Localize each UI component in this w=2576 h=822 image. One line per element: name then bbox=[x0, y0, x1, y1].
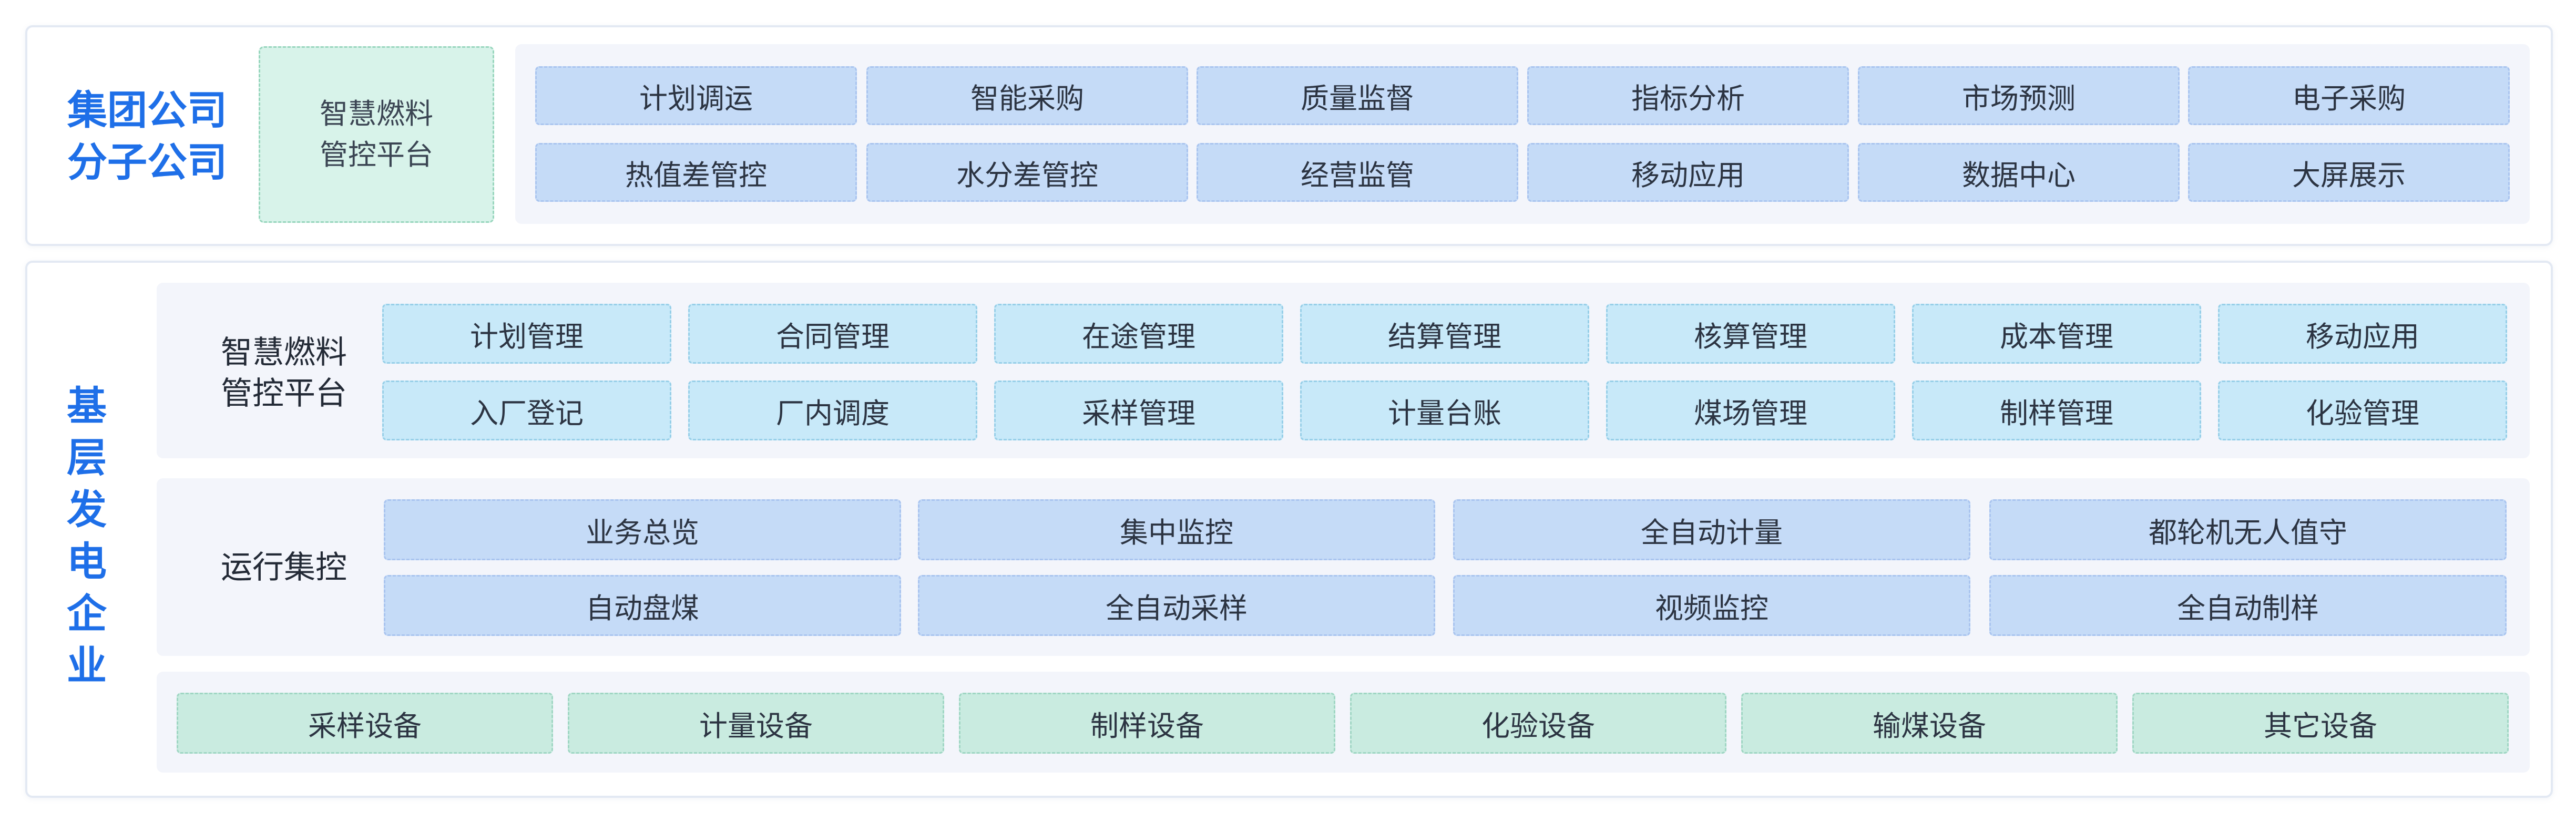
ops-module-tile[interactable]: 全自动计量 bbox=[1453, 499, 1970, 560]
title-line-1: 集团公司 bbox=[67, 87, 227, 134]
title-line-2: 分子公司 bbox=[67, 139, 227, 186]
fuel-label-line-1: 智慧燃料 bbox=[221, 334, 347, 371]
ops-control-label: 运行集控 bbox=[221, 549, 347, 586]
module-tile[interactable]: 水分差管控 bbox=[866, 143, 1188, 202]
fuel-module-tile[interactable]: 煤场管理 bbox=[1606, 381, 1895, 440]
device-tile[interactable]: 输煤设备 bbox=[1741, 693, 2118, 754]
ops-module-tile[interactable]: 集中监控 bbox=[918, 499, 1435, 560]
device-tile[interactable]: 计量设备 bbox=[568, 693, 944, 754]
device-tile[interactable]: 采样设备 bbox=[177, 693, 553, 754]
title-char: 层 bbox=[67, 434, 107, 481]
module-tile[interactable]: 智能采购 bbox=[866, 66, 1188, 125]
power-enterprise-title: 基 层 发 电 企 业 bbox=[58, 383, 116, 689]
fuel-module-tile[interactable]: 制样管理 bbox=[1912, 381, 2201, 440]
module-tile[interactable]: 电子采购 bbox=[2188, 66, 2510, 125]
device-tile[interactable]: 化验设备 bbox=[1350, 693, 1726, 754]
fuel-module-tile[interactable]: 化验管理 bbox=[2218, 381, 2507, 440]
title-char: 业 bbox=[67, 642, 107, 689]
title-char: 电 bbox=[67, 538, 107, 585]
fuel-module-tile[interactable]: 计划管理 bbox=[382, 304, 671, 364]
module-tile[interactable]: 大屏展示 bbox=[2188, 143, 2510, 202]
module-tile[interactable]: 质量监督 bbox=[1197, 66, 1518, 125]
fuel-label-line-2: 管控平台 bbox=[221, 375, 347, 412]
title-char: 发 bbox=[67, 486, 107, 533]
fuel-module-tile[interactable]: 厂内调度 bbox=[688, 381, 977, 440]
module-tile[interactable]: 市场预测 bbox=[1858, 66, 2180, 125]
fuel-module-tile[interactable]: 合同管理 bbox=[688, 304, 977, 364]
platform-line-2: 管控平台 bbox=[320, 138, 433, 171]
fuel-module-tile[interactable]: 核算管理 bbox=[1606, 304, 1895, 364]
group-fuel-platform: 智慧燃料 管控平台 bbox=[259, 46, 494, 223]
module-tile[interactable]: 热值差管控 bbox=[535, 143, 857, 202]
fuel-module-tile[interactable]: 移动应用 bbox=[2218, 304, 2507, 364]
module-tile[interactable]: 计划调运 bbox=[535, 66, 857, 125]
title-char: 基 bbox=[67, 382, 107, 429]
group-company-title: 集团公司 分子公司 bbox=[47, 79, 247, 194]
module-tile[interactable]: 数据中心 bbox=[1858, 143, 2180, 202]
ops-module-tile[interactable]: 视频监控 bbox=[1453, 575, 1970, 636]
device-tile[interactable]: 其它设备 bbox=[2132, 693, 2509, 754]
fuel-module-tile[interactable]: 计量台账 bbox=[1300, 381, 1589, 440]
platform-line-1: 智慧燃料 bbox=[320, 97, 433, 130]
fuel-platform-label: 智慧燃料 管控平台 bbox=[189, 315, 379, 431]
module-tile[interactable]: 经营监管 bbox=[1197, 143, 1518, 202]
fuel-module-tile[interactable]: 结算管理 bbox=[1300, 304, 1589, 364]
title-char: 企 bbox=[67, 590, 107, 637]
device-tile[interactable]: 制样设备 bbox=[959, 693, 1335, 754]
fuel-module-tile[interactable]: 成本管理 bbox=[1912, 304, 2201, 364]
fuel-module-tile[interactable]: 在途管理 bbox=[994, 304, 1283, 364]
ops-module-tile[interactable]: 业务总览 bbox=[384, 499, 901, 560]
module-tile[interactable]: 移动应用 bbox=[1527, 143, 1849, 202]
ops-module-tile[interactable]: 全自动采样 bbox=[918, 575, 1435, 636]
ops-module-tile[interactable]: 都轮机无人值守 bbox=[1989, 499, 2507, 560]
fuel-module-tile[interactable]: 入厂登记 bbox=[382, 381, 671, 440]
fuel-module-tile[interactable]: 采样管理 bbox=[994, 381, 1283, 440]
ops-module-tile[interactable]: 全自动制样 bbox=[1989, 575, 2507, 636]
ops-module-tile[interactable]: 自动盘煤 bbox=[384, 575, 901, 636]
module-tile[interactable]: 指标分析 bbox=[1527, 66, 1849, 125]
